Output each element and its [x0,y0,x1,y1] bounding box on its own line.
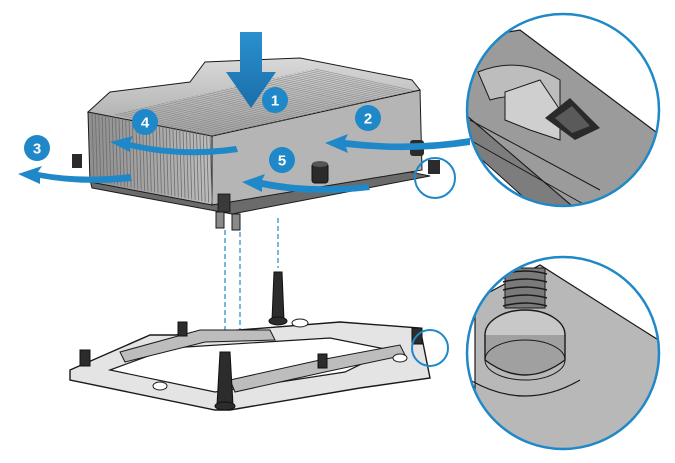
svg-text:1: 1 [271,93,279,110]
arrows [18,32,470,193]
step-badges: 1 2 3 4 5 [24,87,381,173]
callout-markers [411,157,456,367]
svg-text:5: 5 [278,153,286,170]
curved-arrow-icon [110,136,238,156]
zoom-detail-top [465,12,661,208]
curved-arrow-icon [242,174,370,193]
heatsink-pin-tabs [215,211,241,231]
magnifier-callout-icon [414,157,456,199]
step-badge-5: 5 [269,147,295,173]
heatsink-fins [91,68,416,204]
curved-arrow-icon [18,166,132,184]
step-badge-3: 3 [24,135,50,161]
down-arrow-icon [226,32,276,108]
svg-text:2: 2 [364,111,372,128]
zoom-detail-bottom [465,255,661,451]
step-badge-1: 1 [262,87,288,113]
svg-text:3: 3 [33,141,41,158]
curved-arrow-icon [325,134,470,153]
step-badge-2: 2 [355,105,381,131]
magnifier-callout-icon [411,329,449,367]
svg-text:4: 4 [141,115,150,132]
processor-bracket [69,271,431,411]
step-badge-4: 4 [132,109,158,135]
